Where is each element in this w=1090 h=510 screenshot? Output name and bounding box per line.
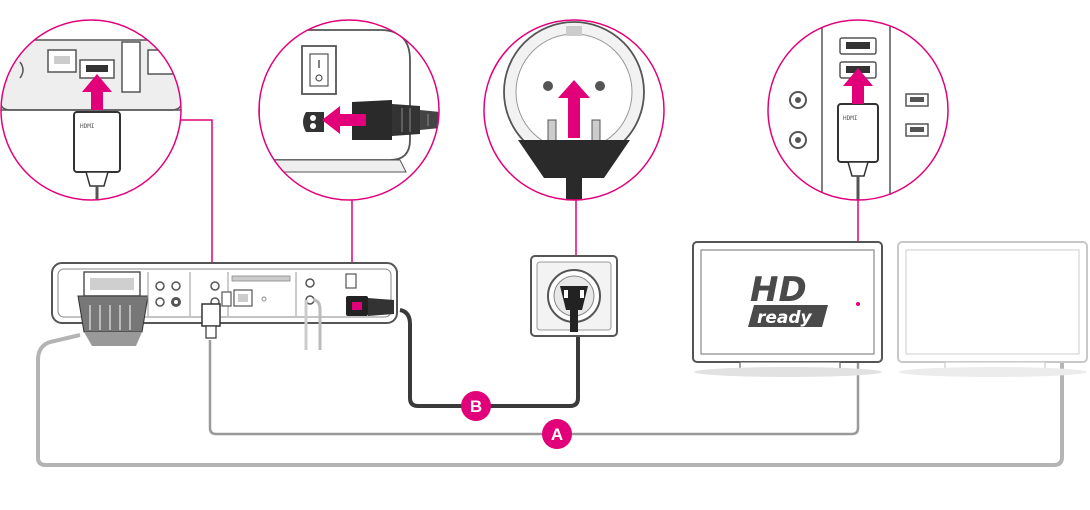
hd-logo-bottom: ready <box>757 308 813 328</box>
detail-circle-power-receiver <box>258 19 440 201</box>
cable-a-scart <box>36 333 1064 467</box>
badge-cable-a: A <box>542 419 572 449</box>
detail-circle-hdmi-receiver: HDMI <box>0 19 182 201</box>
detail-circle-wall-plug <box>483 19 665 201</box>
cable-a-hdmi <box>208 340 860 436</box>
leader-line-hdmi-box <box>176 119 213 306</box>
wall-socket <box>530 255 618 337</box>
detail-circle-hdmi-tv: HDMI <box>767 19 949 201</box>
arrow-up-icon <box>558 80 590 138</box>
hdmi-plug-label: HDMI <box>80 123 95 130</box>
badge-a-label: A <box>551 425 563 444</box>
badge-cable-b: B <box>461 391 491 421</box>
cable-b-power <box>399 308 580 408</box>
arrow-up-icon <box>82 74 112 110</box>
tv-hd-ready: HD ready <box>692 241 883 377</box>
arrow-left-icon <box>322 106 366 134</box>
hd-logo-top: HD <box>750 270 807 310</box>
arrow-up-icon <box>843 68 873 104</box>
hdmi-plug-label-tv: HDMI <box>843 115 858 122</box>
hd-ready-logo: HD ready <box>748 270 828 328</box>
tv-standard <box>897 241 1088 377</box>
receiver-box <box>51 262 398 350</box>
badge-b-label: B <box>470 397 482 416</box>
